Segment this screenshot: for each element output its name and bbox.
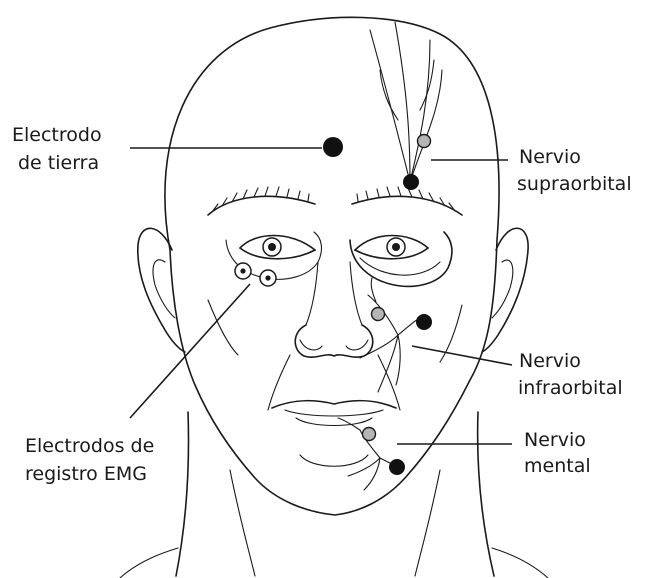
- label-infraorbital-line2: infraorbital: [518, 377, 623, 399]
- infraorbital-nerve-point: [372, 308, 385, 321]
- label-emg-electrodes: Electrodos de registro EMG: [25, 435, 160, 485]
- mental-nerve-point: [363, 428, 376, 441]
- label-mental-nerve: Nervio mental: [524, 429, 592, 477]
- label-mental-line2: mental: [524, 455, 591, 477]
- label-emg-line2: registro EMG: [25, 463, 147, 485]
- label-supraorbital-line1: Nervio: [519, 146, 581, 168]
- head-outline: [120, 17, 548, 578]
- label-ground-electrode-line1: Electrodo: [12, 124, 102, 146]
- mental-stimulation-point: [389, 459, 405, 475]
- infraorbital-points: [372, 308, 433, 331]
- label-infraorbital-line1: Nervio: [519, 350, 581, 372]
- right-eye: [350, 232, 452, 286]
- supraorbital-nerve-branches: [370, 22, 442, 182]
- label-ground-electrode-line2: de tierra: [18, 152, 99, 174]
- label-supraorbital-line2: supraorbital: [517, 173, 632, 195]
- label-emg-line1: Electrodos de: [25, 435, 154, 457]
- nose: [295, 262, 373, 357]
- mental-points: [363, 428, 406, 476]
- infraorbital-nerve-branches: [360, 278, 425, 392]
- supraorbital-stimulation-point: [403, 174, 419, 190]
- label-infraorbital-nerve: Nervio infraorbital: [518, 350, 623, 399]
- label-supraorbital-nerve: Nervio supraorbital: [517, 146, 632, 195]
- label-ground-electrode: Electrodo de tierra: [12, 124, 108, 174]
- label-mental-line1: Nervio: [524, 429, 586, 451]
- supraorbital-nerve-point: [418, 135, 431, 148]
- left-eyebrow: [208, 187, 315, 215]
- emg-recording-electrodes: [235, 263, 276, 286]
- left-ear: [138, 228, 185, 352]
- right-ear: [482, 228, 528, 352]
- infraorbital-leader: [412, 346, 512, 365]
- chin: [300, 455, 368, 466]
- ground-electrode: [323, 137, 343, 157]
- infraorbital-stimulation-point: [416, 314, 432, 330]
- right-eyebrow: [352, 187, 462, 215]
- mouth: [272, 401, 396, 426]
- emg-leader: [130, 284, 250, 418]
